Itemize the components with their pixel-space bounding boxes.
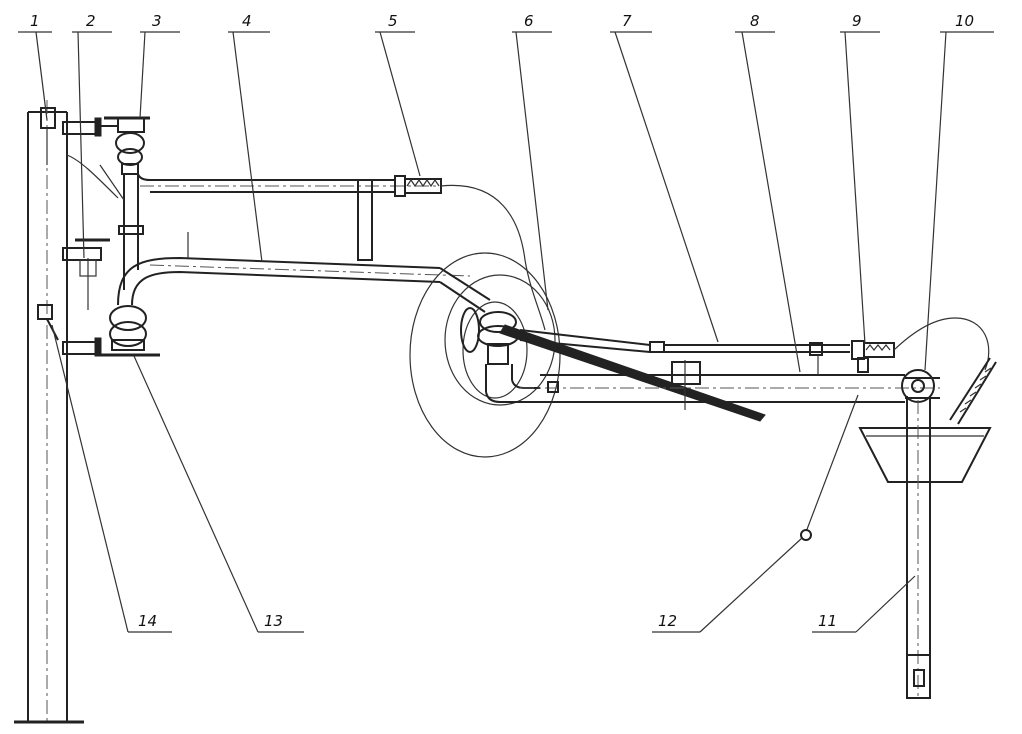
callout-11: 11 [812,575,916,633]
callout-label-6: 6 [524,12,534,30]
callout-label-11: 11 [818,612,837,630]
outer-cable [893,317,990,371]
callout-4: 4 [228,12,270,263]
callout-label-13: 13 [264,612,283,630]
callout-label-8: 8 [750,12,760,30]
spring-balance-wheel [409,252,561,458]
callout-2: 2 [72,12,112,259]
callout-13: 13 [133,355,304,633]
callout-label-10: 10 [955,12,974,30]
down-pipe [906,396,931,700]
outer-arm-upper-bar [519,329,895,360]
handle [949,357,997,425]
balance-cable [440,184,546,331]
top-pin [40,107,56,165]
callout-8: 8 [735,12,801,373]
mid-bracket [62,238,110,310]
callout-14: 14 [51,324,172,633]
callout-9: 9 [840,12,880,345]
riser-pipe [66,154,144,290]
upper-swivel-joint [104,116,150,175]
pull-chain [800,394,859,541]
callout-10: 10 [924,12,994,371]
callout-label-5: 5 [388,12,398,30]
vertical-column [14,100,84,724]
callout-label-4: 4 [242,12,252,30]
callout-3: 3 [139,12,180,119]
callout-label-7: 7 [622,12,632,30]
valve-9 [857,357,869,373]
upper-bracket [62,117,118,137]
outer-arm-tube [520,355,940,410]
inner-arm [117,232,491,313]
callout-label-3: 3 [152,12,162,30]
callout-label-9: 9 [852,12,862,30]
callout-label-1: 1 [30,12,40,30]
callout-label-12: 12 [658,612,677,630]
callout-5: 5 [375,12,421,177]
funnel-hood [858,427,992,483]
callout-1: 1 [18,12,52,121]
lower-bracket [37,304,102,357]
callout-label-14: 14 [138,612,157,630]
middle-swivel-joint [477,311,540,403]
callout-label-2: 2 [86,12,96,30]
lower-swivel-joint [100,305,160,357]
callout-12: 12 [652,537,803,633]
callout-6: 6 [512,12,552,311]
callout-7: 7 [610,12,719,343]
upper-arm-tube [137,173,442,261]
diagonal-strut [499,324,766,422]
